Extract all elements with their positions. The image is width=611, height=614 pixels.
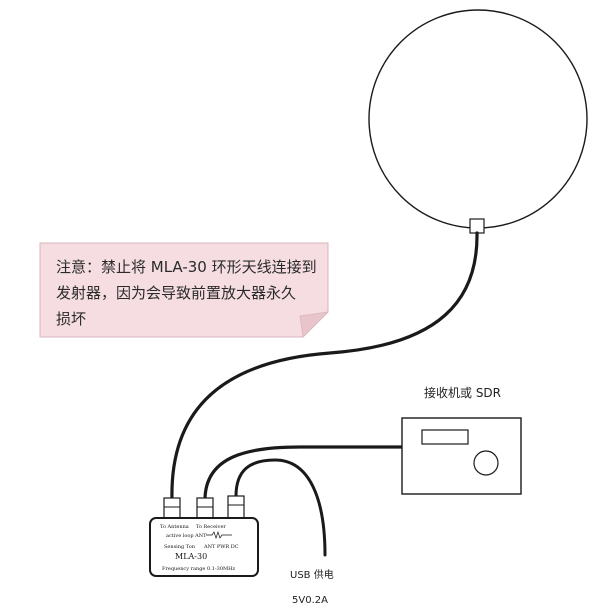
usb-connector — [227, 495, 245, 521]
warning-note-fold — [299, 311, 330, 338]
antenna-cable — [170, 231, 479, 502]
box-schematic-line — [206, 530, 232, 540]
receiver-connector — [196, 497, 214, 521]
receiver-knob — [473, 450, 499, 476]
warning-note-line-3: 损坏 — [56, 310, 86, 328]
box-label-ant-pwr: ANT PWR DC — [203, 544, 239, 550]
preamp-body — [149, 517, 259, 577]
usb-power-spec: 5V0.2A — [292, 595, 328, 606]
box-label-to-antenna: To Antenna — [160, 524, 189, 530]
box-label-model: MLA-30 — [175, 552, 207, 561]
receiver-cable — [203, 445, 404, 502]
box-label-range: 0.1-30MHz — [207, 566, 235, 572]
warning-note-line-2: 发射器，因为会导致前置放大器永久 — [56, 284, 296, 302]
usb-power-cable — [234, 458, 327, 557]
box-label-sensing: Sensing Ton — [164, 544, 196, 550]
usb-power-label: USB 供电 — [290, 568, 334, 581]
box-label-to-receiver: To Receiver — [196, 524, 226, 530]
receiver-label: 接收机或 SDR — [424, 385, 501, 400]
loop-antenna-ring — [368, 9, 588, 229]
receiver-box — [401, 417, 522, 495]
warning-note-line-1: 注意：禁止将 MLA-30 环形天线连接到 — [56, 258, 317, 276]
box-label-active-loop: active loop ANT — [166, 533, 207, 539]
box-label-frequency: Frequency range — [162, 566, 205, 572]
loop-antenna — [368, 9, 588, 234]
antenna-feed-block — [469, 218, 485, 234]
preamp-box: To Antenna To Receiver active loop ANT S… — [149, 495, 259, 577]
receiver-display — [421, 429, 469, 445]
receiver-body — [401, 417, 522, 495]
warning-note: 注意：禁止将 MLA-30 环形天线连接到 发射器，因为会导致前置放大器永久 损… — [39, 242, 330, 338]
antenna-connector — [163, 497, 181, 521]
